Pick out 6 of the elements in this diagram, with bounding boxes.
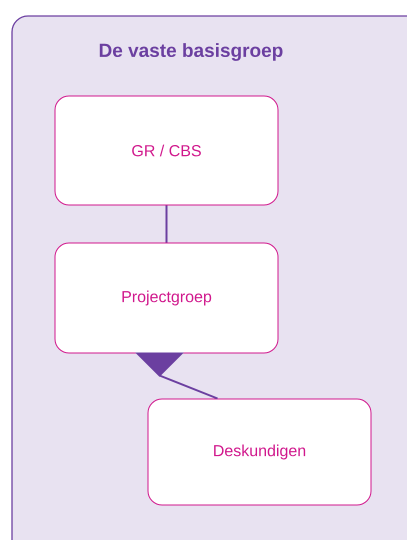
- connector-line: [135, 352, 218, 400]
- process-box: GR / CBS: [54, 96, 278, 206]
- process-box: Deskundigen: [148, 398, 372, 506]
- group-title: De vaste basisgroep: [100, 43, 283, 61]
- connector-line: [166, 206, 168, 242]
- process-box: Projectgroep: [54, 242, 278, 354]
